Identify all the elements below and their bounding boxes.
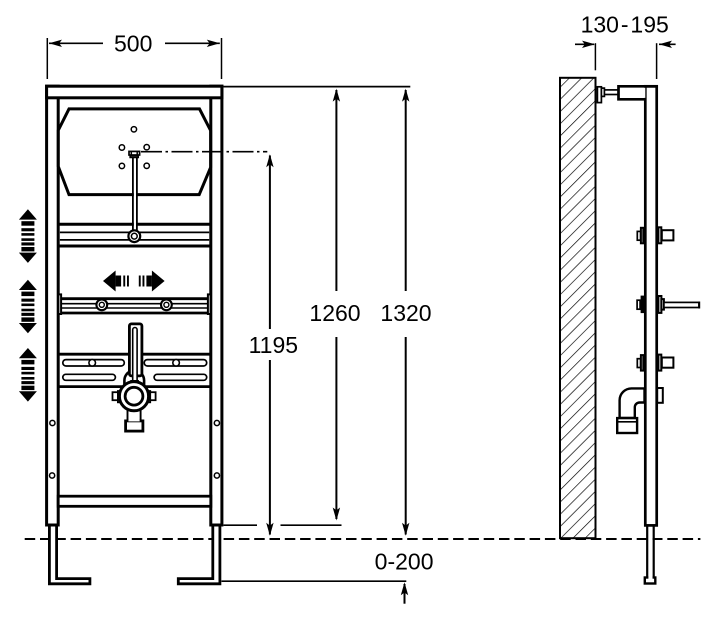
svg-text:1195: 1195: [249, 332, 298, 358]
svg-text:500: 500: [114, 30, 152, 56]
svg-text:1260: 1260: [309, 300, 360, 326]
svg-text:0-200: 0-200: [375, 548, 434, 574]
svg-text:1320: 1320: [380, 300, 431, 326]
svg-text:130 - 195: 130 - 195: [581, 12, 669, 38]
